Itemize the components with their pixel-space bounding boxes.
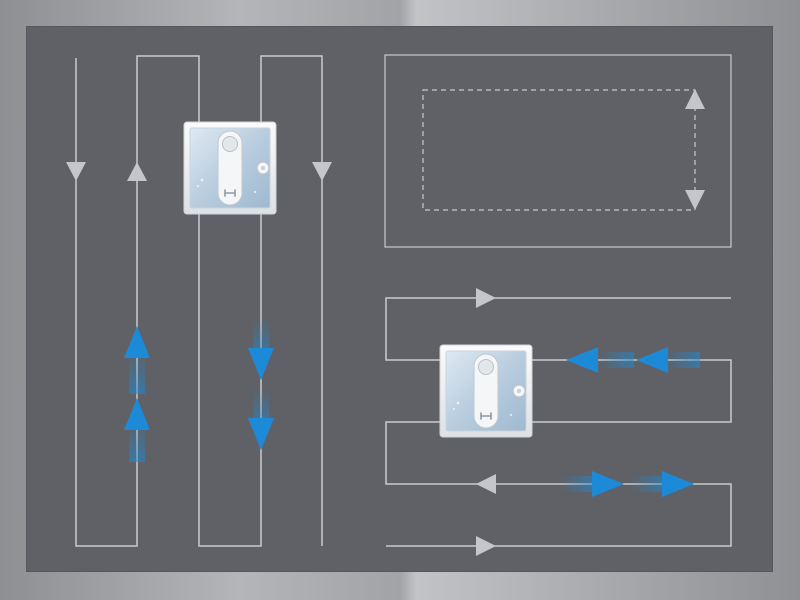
arrow-left-icon	[476, 474, 496, 494]
double-arrow-icon	[685, 89, 705, 210]
arrow-right-icon	[662, 471, 694, 497]
arrow-up-icon	[124, 326, 150, 358]
arrow-left-icon	[636, 347, 668, 373]
arrow-right-icon	[476, 536, 496, 556]
arrow-right-icon	[592, 471, 624, 497]
arrow-up-icon	[124, 398, 150, 430]
blue-direction-arrows-right	[560, 347, 700, 497]
arrow-down-icon	[66, 162, 86, 181]
arrow-down-icon	[312, 162, 332, 181]
arrow-down-icon	[248, 348, 274, 380]
horizontal-zigzag-path	[385, 297, 732, 547]
window-cleaning-robot	[439, 344, 533, 438]
arrow-up-icon	[127, 162, 147, 181]
perimeter-path	[384, 54, 732, 248]
window-cleaning-robot	[183, 121, 277, 215]
blue-direction-arrows-left	[124, 318, 274, 462]
arrow-right-icon	[476, 288, 496, 308]
vertical-zigzag-path	[75, 55, 323, 547]
arrow-down-icon	[248, 418, 274, 450]
arrow-left-icon	[566, 347, 598, 373]
